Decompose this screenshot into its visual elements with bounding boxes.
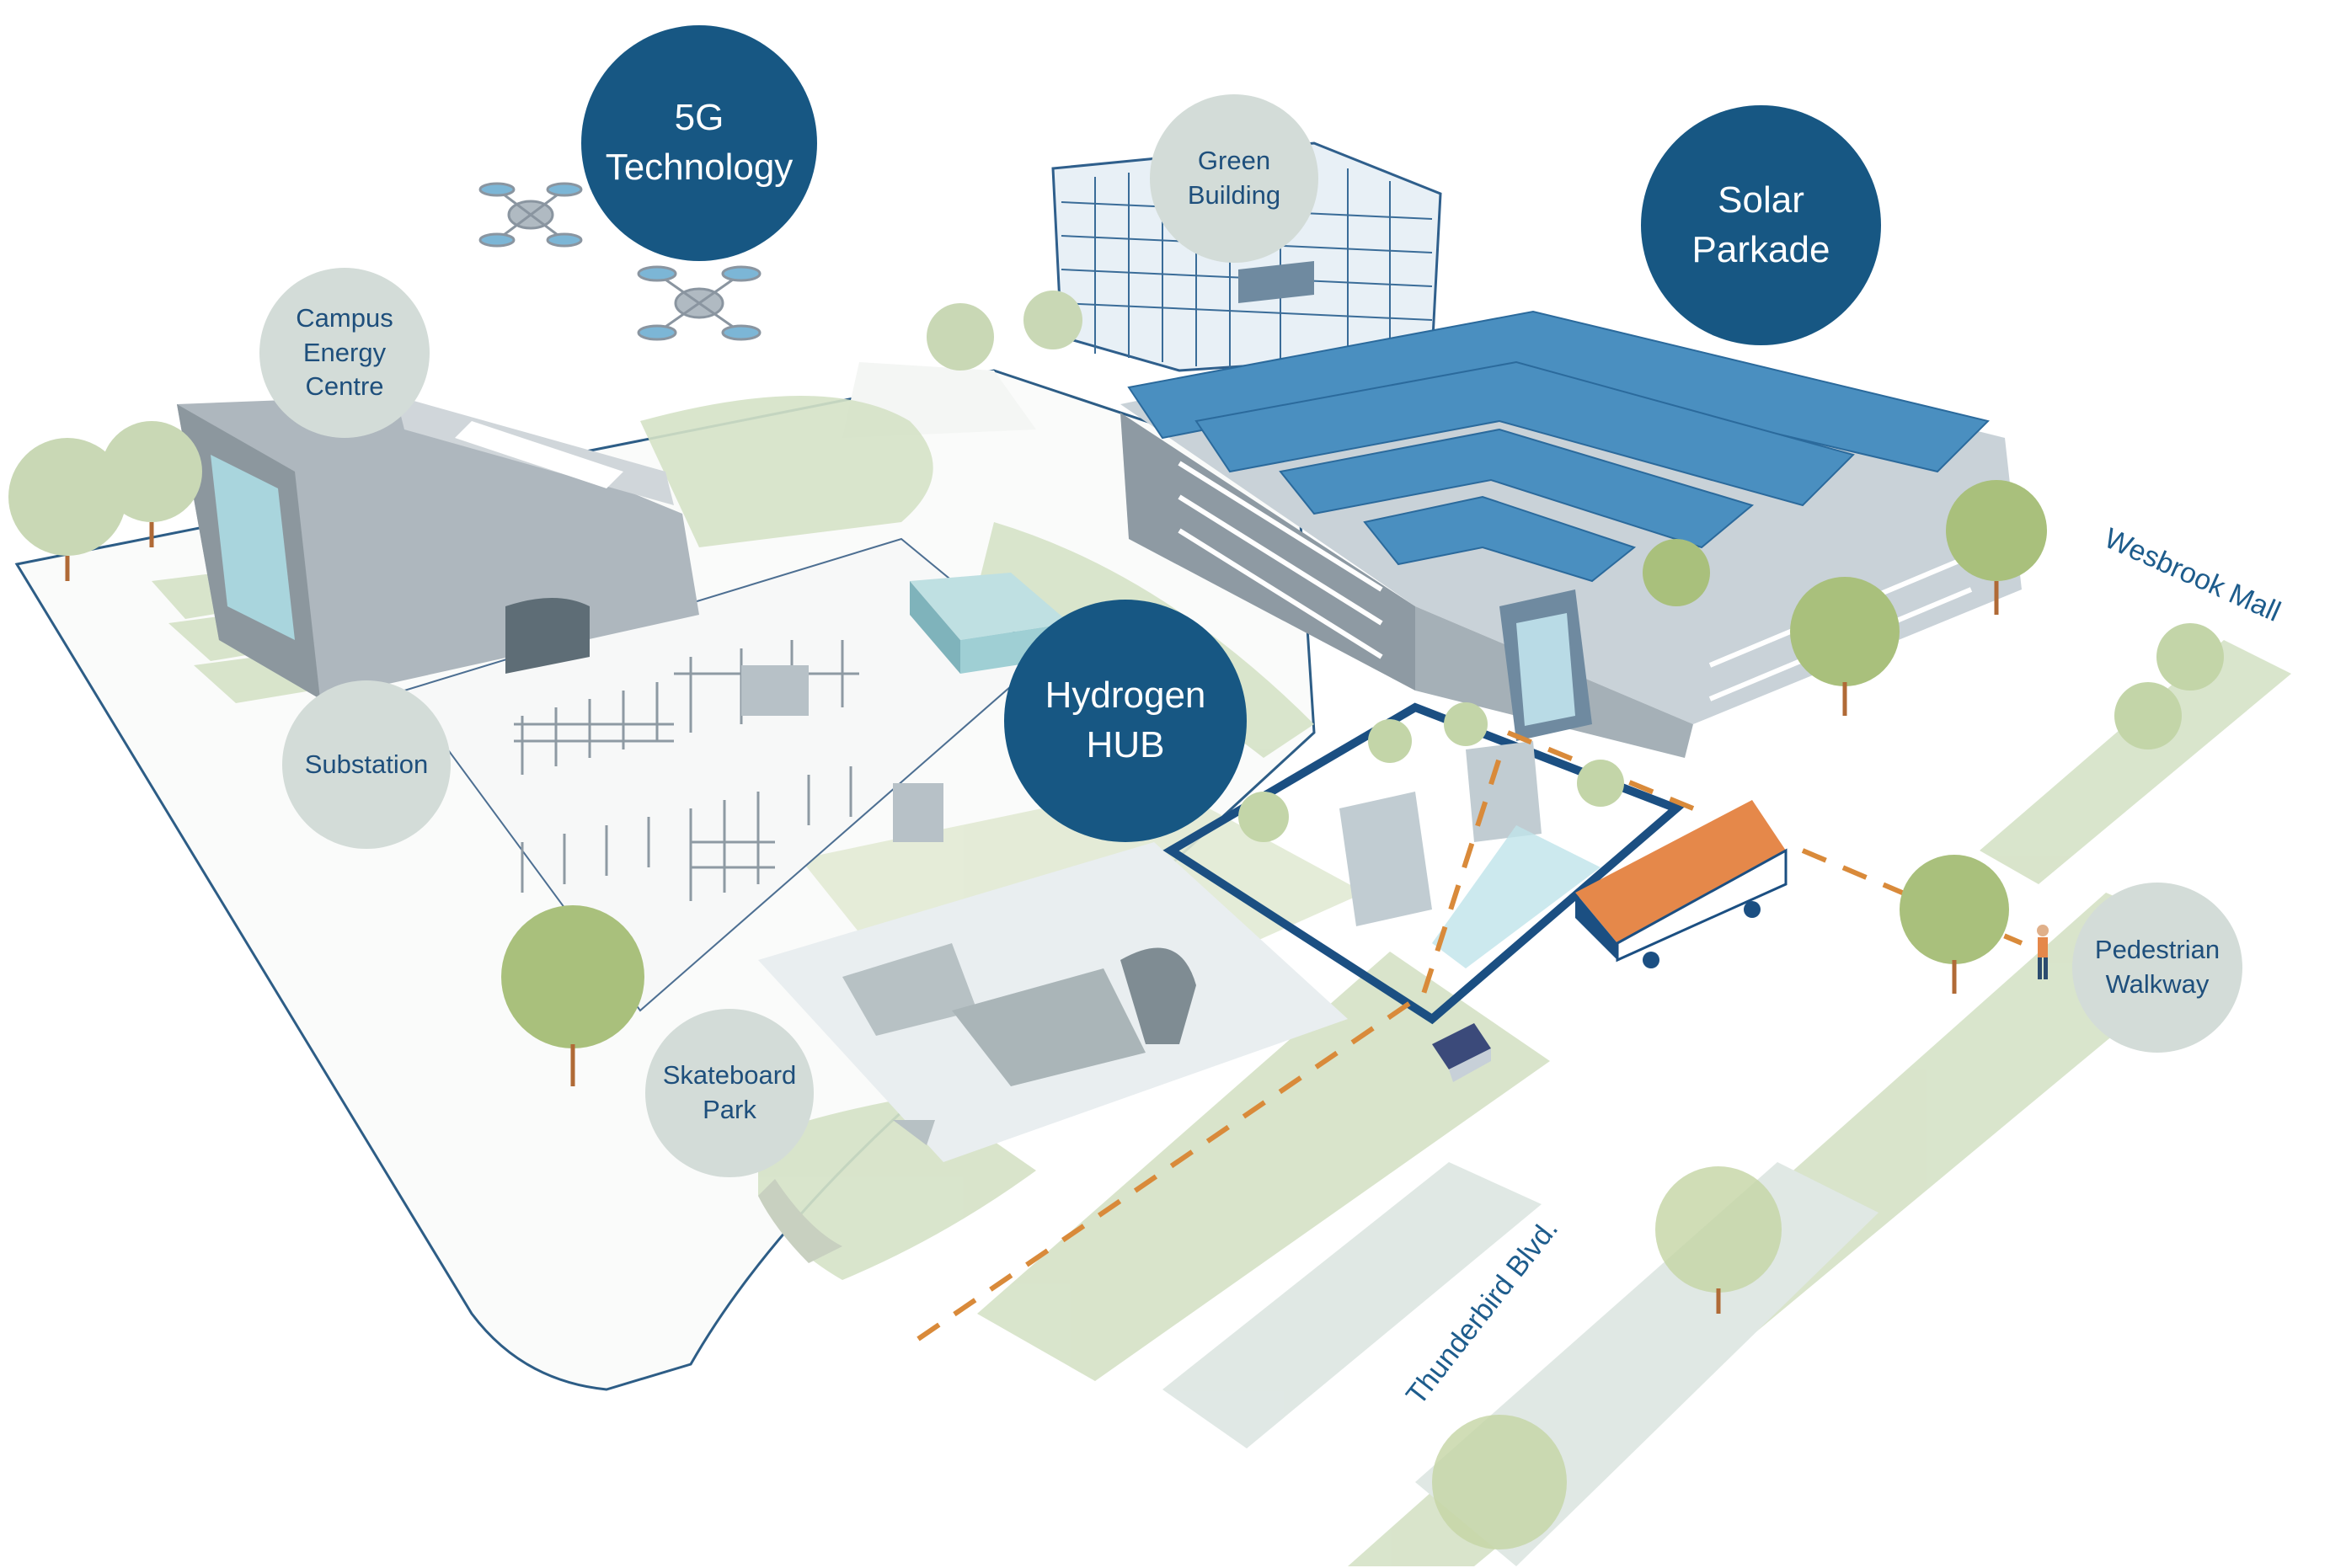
bus-icon <box>1575 800 1788 968</box>
bubble-skateboard-park: Skateboard Park <box>645 1009 814 1177</box>
bubble-5g-technology: 5G Technology <box>581 25 817 261</box>
bubble-substation: Substation <box>282 680 451 849</box>
skateboard-park-area <box>758 842 1348 1263</box>
car-icon <box>1432 1023 1491 1082</box>
hydrogen-hub-outline <box>1162 702 1685 1025</box>
bubble-green-building: Green Building <box>1150 94 1318 263</box>
tree-icon <box>8 291 2224 1549</box>
bubble-solar-parkade: Solar Parkade <box>1641 105 1881 345</box>
bubble-hydrogen-hub: Hydrogen HUB <box>1004 600 1247 842</box>
bubble-campus-energy-centre: Campus Energy Centre <box>259 268 430 438</box>
solar-panel-icon <box>1127 310 1990 583</box>
bubble-pedestrian-walkway: Pedestrian Walkway <box>2072 883 2242 1053</box>
campus-energy-centre-building <box>177 396 699 699</box>
pedestrian-icon <box>2037 925 2049 979</box>
drone-icon <box>478 182 762 341</box>
